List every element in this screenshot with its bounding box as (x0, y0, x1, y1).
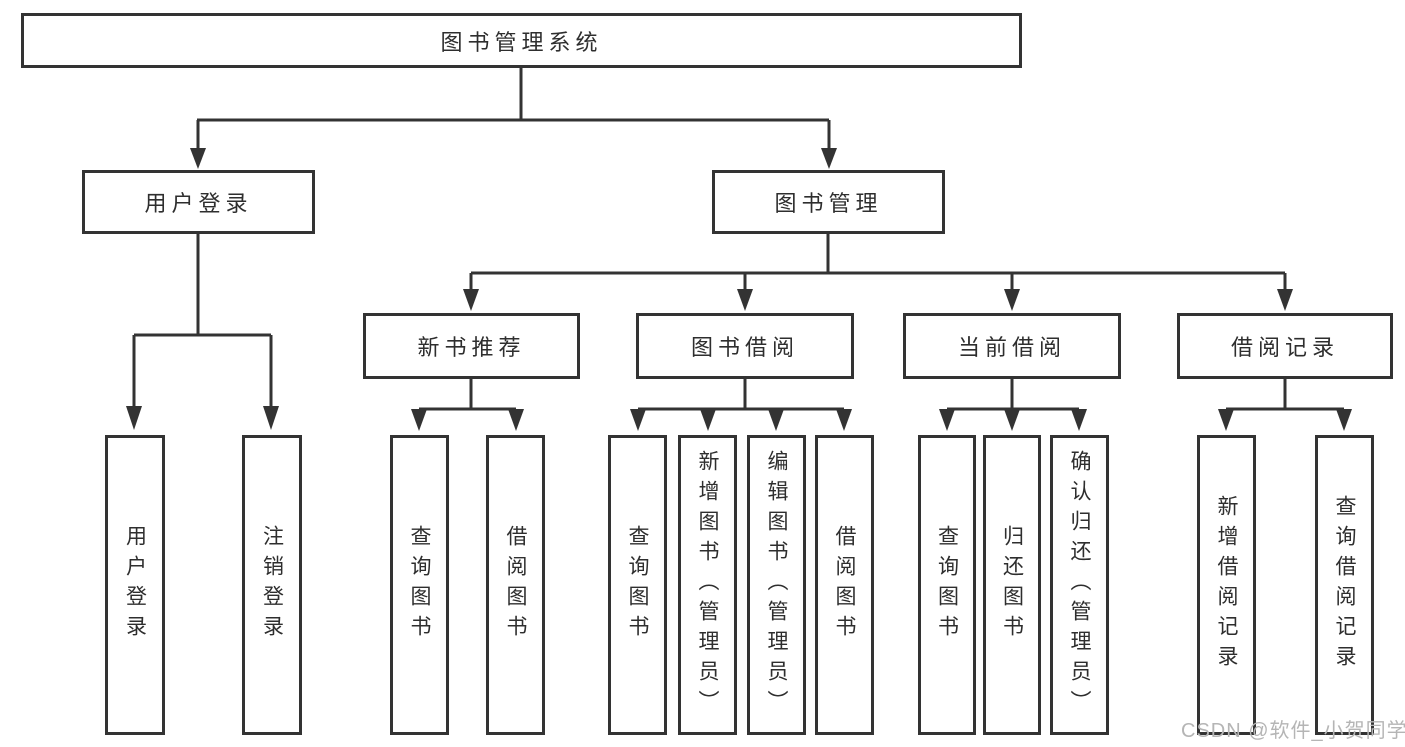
arrowhead (700, 409, 716, 431)
edge-current-borrow-to-leaves (947, 379, 1079, 411)
leaf-query-books-current-label: 查询图书 (935, 525, 959, 645)
node-new-book-recommend: 新书推荐 (363, 313, 580, 379)
arrowhead (630, 409, 646, 431)
edge-root-to-level2 (196, 68, 831, 150)
leaf-logout: 注销登录 (242, 435, 302, 735)
arrowhead (768, 409, 784, 431)
arrowhead (1336, 409, 1352, 431)
arrowhead (821, 148, 837, 169)
leaf-return-books: 归还图书 (983, 435, 1041, 735)
leaf-query-books-recommend-label: 查询图书 (408, 525, 431, 645)
leaf-add-borrow-record: 新增借阅记录 (1197, 435, 1256, 735)
node-new-book-recommend-label: 新书推荐 (417, 335, 526, 360)
arrowheads (126, 148, 1352, 431)
edge-new-book-rec-to-leaves (419, 379, 516, 411)
csdn-watermark: CSDN @软件_小贺同学 (1181, 720, 1405, 742)
arrowhead (463, 289, 479, 311)
node-current-borrow-label: 当前借阅 (957, 335, 1066, 360)
node-book-management-label: 图书管理 (774, 191, 883, 216)
leaf-edit-books-admin-label: 编辑图书（管理员） (765, 450, 788, 720)
leaf-add-books-admin-label: 新增图书（管理员） (696, 450, 719, 720)
edge-book-borrow-to-leaves (638, 379, 844, 411)
leaf-borrow-books-label: 借阅图书 (833, 525, 856, 645)
node-root: 图书管理系统 (21, 13, 1022, 68)
node-root-label: 图书管理系统 (440, 29, 603, 55)
leaf-query-borrow-record: 查询借阅记录 (1315, 435, 1374, 735)
node-book-borrow-label: 图书借阅 (690, 335, 799, 360)
node-book-management: 图书管理 (712, 170, 945, 234)
arrowhead (1071, 409, 1087, 431)
arrowhead (836, 409, 852, 431)
leaf-confirm-return-admin-label: 确认归还（管理员） (1068, 450, 1091, 720)
leaf-logout-label: 注销登录 (260, 525, 284, 645)
arrowhead (1004, 409, 1020, 431)
leaf-user-login: 用户登录 (105, 435, 165, 735)
arrowhead (1277, 289, 1293, 311)
leaf-edit-books-admin: 编辑图书（管理员） (747, 435, 806, 735)
leaf-borrow-books-recommend-label: 借阅图书 (504, 525, 527, 645)
arrowhead (263, 406, 279, 430)
leaf-query-books-borrow: 查询图书 (608, 435, 667, 735)
edge-user-login-to-leaves (132, 234, 273, 408)
arrowhead (508, 409, 524, 431)
node-borrow-records-label: 借阅记录 (1230, 335, 1339, 360)
arrowhead (1004, 289, 1020, 311)
leaf-borrow-books-recommend: 借阅图书 (486, 435, 545, 735)
arrowhead (939, 409, 955, 431)
leaf-query-books-current: 查询图书 (918, 435, 976, 735)
edge-book-mgmt-to-level3 (469, 234, 1287, 291)
arrowhead (1218, 409, 1234, 431)
leaf-add-borrow-record-label: 新增借阅记录 (1215, 495, 1238, 675)
node-borrow-records: 借阅记录 (1177, 313, 1393, 379)
leaf-query-borrow-record-label: 查询借阅记录 (1333, 495, 1356, 675)
leaf-confirm-return-admin: 确认归还（管理员） (1050, 435, 1109, 735)
leaf-add-books-admin: 新增图书（管理员） (678, 435, 737, 735)
leaf-query-books-recommend: 查询图书 (390, 435, 449, 735)
node-current-borrow: 当前借阅 (903, 313, 1121, 379)
leaf-return-books-label: 归还图书 (1000, 525, 1024, 645)
leaf-borrow-books: 借阅图书 (815, 435, 874, 735)
arrowhead (190, 148, 206, 169)
arrowhead (126, 406, 142, 430)
leaf-user-login-label: 用户登录 (123, 525, 147, 645)
leaf-query-books-borrow-label: 查询图书 (626, 525, 649, 645)
node-user-login-label: 用户登录 (144, 191, 253, 216)
arrowhead (737, 289, 753, 311)
node-book-borrow: 图书借阅 (636, 313, 854, 379)
node-user-login: 用户登录 (82, 170, 315, 234)
arrowhead (411, 409, 427, 431)
edge-borrow-records-to-leaves (1226, 379, 1344, 411)
